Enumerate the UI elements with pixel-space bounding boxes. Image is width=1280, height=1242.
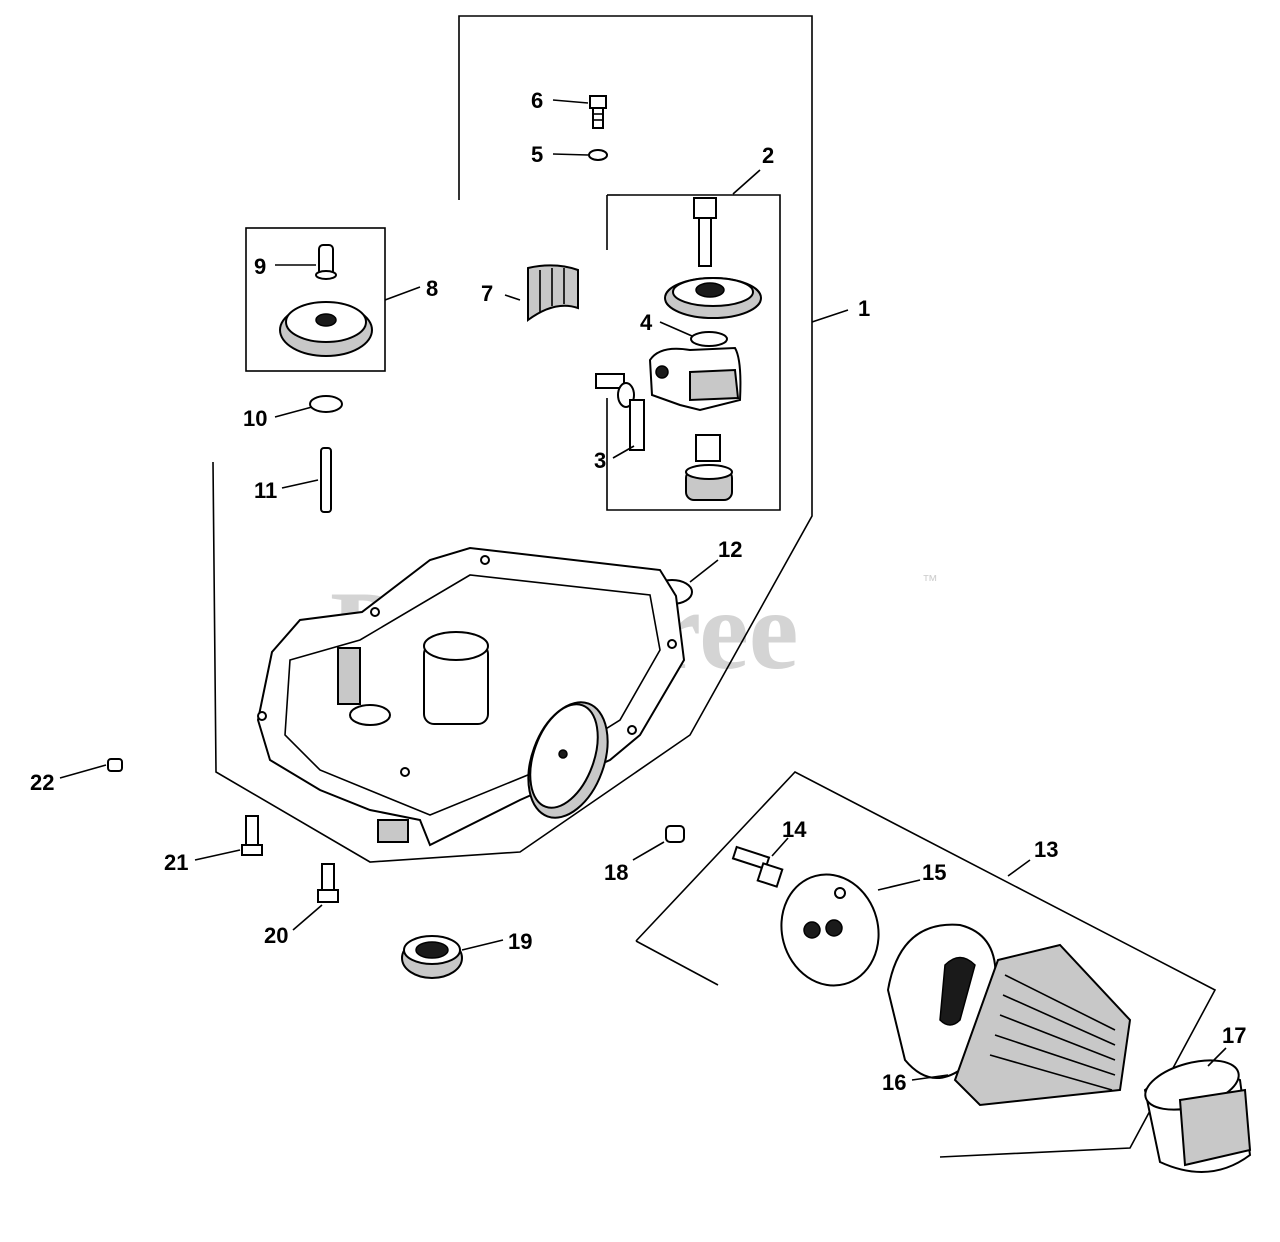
callout-17: 17 <box>1222 1023 1246 1048</box>
callout-22: 22 <box>30 770 54 795</box>
screw-part-20 <box>317 863 339 903</box>
callout-8: 8 <box>426 276 438 301</box>
washer-part-4 <box>690 331 728 347</box>
shaft-part-11 <box>320 447 332 513</box>
callout-6: 6 <box>531 88 543 113</box>
gasket-part-15 <box>780 873 880 987</box>
plug-part-22 <box>107 758 123 772</box>
screw-part-21 <box>241 815 263 856</box>
callout-5: 5 <box>531 142 543 167</box>
oil-screen-part-7 <box>527 264 579 322</box>
assembly-13-outline <box>635 771 1217 1158</box>
nipple-part-14 <box>731 845 784 888</box>
washer-part-10 <box>309 395 343 413</box>
callout-3: 3 <box>594 448 606 473</box>
callout-10: 10 <box>243 406 267 431</box>
callout-1: 1 <box>858 296 870 321</box>
callout-15: 15 <box>922 860 946 885</box>
oil-filter-part-17 <box>1143 1059 1252 1173</box>
callout-13: 13 <box>1034 837 1058 862</box>
callout-7: 7 <box>481 281 493 306</box>
bolt-part-6 <box>589 95 607 129</box>
oil-seal-part-19 <box>401 935 463 979</box>
assembly-1-outline <box>212 15 813 863</box>
callout-2: 2 <box>762 143 774 168</box>
callout-11: 11 <box>254 478 277 503</box>
callout-4: 4 <box>640 310 653 335</box>
watermark-trademark: ™ <box>922 573 938 590</box>
oil-cooler-adapter-part-16 <box>886 923 1132 1107</box>
callout-18: 18 <box>604 860 628 885</box>
closure-plate <box>256 546 686 847</box>
callout-20: 20 <box>264 923 288 948</box>
pump-bolt-part-2 <box>693 197 717 267</box>
oil-pump-body <box>595 346 742 412</box>
plug-part-18 <box>665 825 685 843</box>
callout-21: 21 <box>164 850 188 875</box>
callout-14: 14 <box>782 817 807 842</box>
callout-16: 16 <box>882 1070 906 1095</box>
pickup-tube-part-3 <box>629 399 645 451</box>
callout-19: 19 <box>508 929 532 954</box>
pump-rotors <box>685 434 733 501</box>
pin-part-9 <box>315 244 337 280</box>
pump-gear <box>664 277 762 319</box>
assembly-2-box <box>606 194 781 511</box>
closure-cover-disc <box>527 701 609 819</box>
leader-lines <box>59 99 1227 1081</box>
gear-part-8 <box>279 301 373 357</box>
washer-part-5 <box>588 149 608 161</box>
callout-12: 12 <box>718 537 742 562</box>
callout-9: 9 <box>254 254 266 279</box>
assembly-13-outline-left <box>635 940 719 986</box>
